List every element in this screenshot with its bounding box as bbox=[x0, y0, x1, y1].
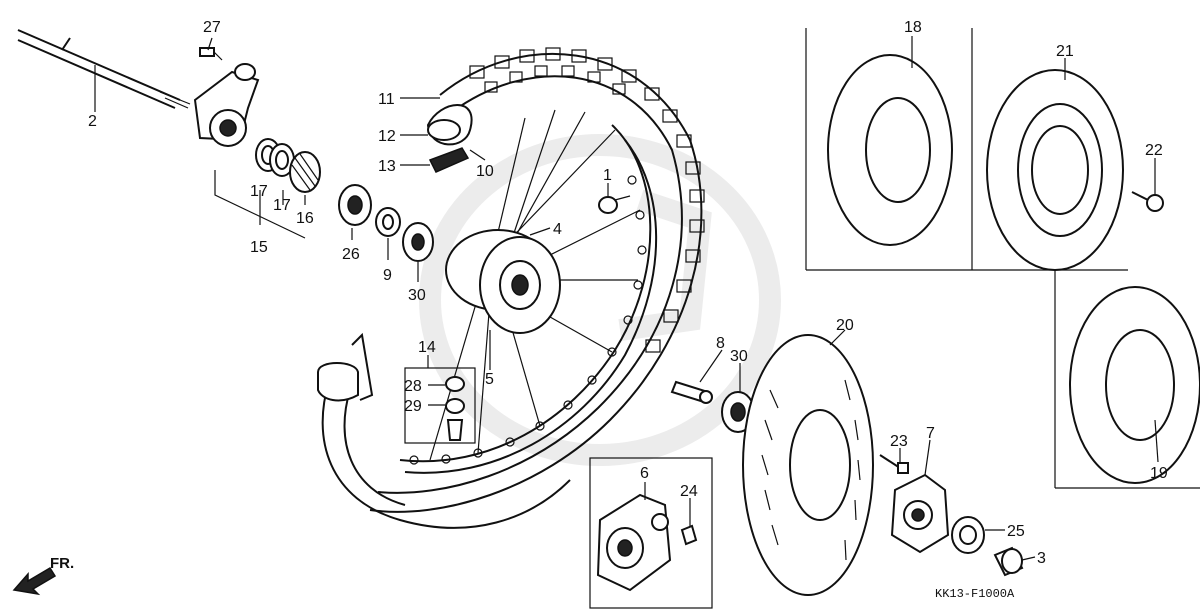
callout-30-left: 30 bbox=[408, 287, 426, 304]
callout-17a: 17 bbox=[250, 183, 268, 200]
rim bbox=[399, 124, 658, 474]
callout-13: 13 bbox=[378, 158, 396, 175]
callout-6: 6 bbox=[640, 465, 649, 482]
speedometer-gearbox bbox=[193, 63, 260, 147]
axle bbox=[17, 29, 191, 109]
callout-3: 3 bbox=[1037, 550, 1046, 567]
valve-hardware-14 bbox=[404, 367, 476, 444]
disc-box-21 bbox=[972, 69, 1128, 271]
callout-labels: 2 27 17 17 16 15 26 9 30 11 12 13 10 1 4… bbox=[88, 19, 1168, 567]
callout-10: 10 bbox=[476, 163, 494, 180]
front-wheel-assembly bbox=[369, 47, 705, 513]
callout-9: 9 bbox=[383, 267, 392, 284]
callout-8: 8 bbox=[716, 335, 725, 352]
seal-25 bbox=[951, 516, 985, 554]
callout-19: 19 bbox=[1150, 465, 1168, 482]
callout-5: 5 bbox=[485, 371, 494, 388]
front-arrow-icon bbox=[12, 566, 57, 596]
drawing-code: KK13-F1000A bbox=[935, 587, 1015, 601]
callout-29: 29 bbox=[404, 398, 422, 415]
callout-30-right: 30 bbox=[730, 348, 748, 365]
callout-18: 18 bbox=[904, 19, 922, 36]
spacer-8 bbox=[670, 380, 713, 404]
callout-20: 20 bbox=[836, 317, 854, 334]
callout-23: 23 bbox=[890, 433, 908, 450]
callout-17b: 17 bbox=[273, 197, 291, 214]
collar-3 bbox=[993, 546, 1024, 577]
callout-21: 21 bbox=[1056, 43, 1074, 60]
callout-22: 22 bbox=[1145, 142, 1163, 159]
brake-disc-20 bbox=[742, 334, 874, 596]
bearing-26 bbox=[338, 184, 372, 226]
callout-14: 14 bbox=[418, 339, 436, 356]
callout-4: 4 bbox=[553, 221, 562, 238]
callout-25: 25 bbox=[1007, 523, 1025, 540]
bearing-30-left bbox=[402, 222, 434, 262]
inner-tube bbox=[426, 104, 473, 173]
callout-24: 24 bbox=[680, 483, 698, 500]
disc-hub-7 bbox=[890, 473, 950, 554]
bolt-22 bbox=[1131, 191, 1164, 212]
disc-box-19 bbox=[1054, 270, 1200, 489]
callout-27: 27 bbox=[203, 19, 221, 36]
bolt-24 bbox=[680, 524, 698, 546]
spoke-nipple bbox=[598, 195, 631, 214]
hub bbox=[445, 229, 561, 334]
bolt-23 bbox=[879, 454, 909, 474]
rim-band bbox=[317, 332, 571, 529]
screw-27 bbox=[199, 47, 223, 61]
brake-panel-6 bbox=[589, 457, 713, 609]
leader-lines bbox=[94, 36, 1159, 561]
callout-1: 1 bbox=[603, 167, 612, 184]
gear-16 bbox=[289, 151, 321, 193]
disc-box-18 bbox=[805, 28, 973, 271]
retainer-9 bbox=[375, 207, 401, 237]
callout-15: 15 bbox=[250, 239, 268, 256]
callout-11: 11 bbox=[378, 91, 395, 108]
front-label: FR. bbox=[50, 555, 74, 572]
front-direction-indicator: FR. bbox=[12, 555, 74, 596]
callout-26: 26 bbox=[342, 246, 360, 263]
callout-12: 12 bbox=[378, 128, 396, 145]
callout-7: 7 bbox=[926, 425, 935, 442]
callout-16: 16 bbox=[296, 210, 314, 227]
callout-28: 28 bbox=[404, 378, 422, 395]
tire bbox=[369, 47, 705, 513]
callout-2: 2 bbox=[88, 113, 97, 130]
washers-17 bbox=[255, 138, 295, 177]
